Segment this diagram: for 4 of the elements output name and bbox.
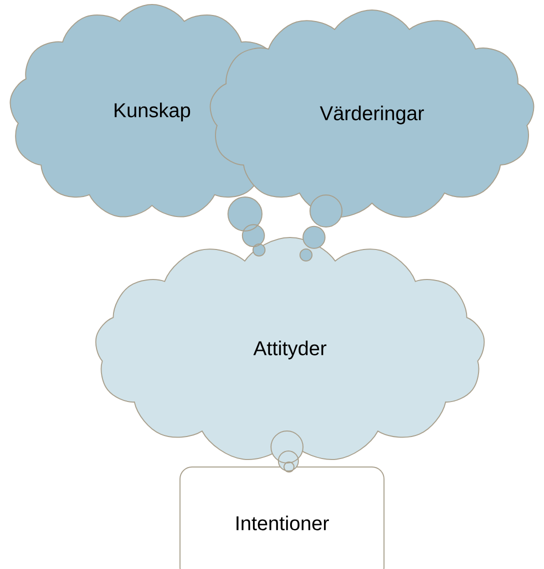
thought-bubbles (300, 194, 342, 262)
thought-bubbles (228, 196, 266, 256)
node-label: Värderingar (320, 106, 424, 124)
text-box: Intentioner (180, 466, 384, 569)
